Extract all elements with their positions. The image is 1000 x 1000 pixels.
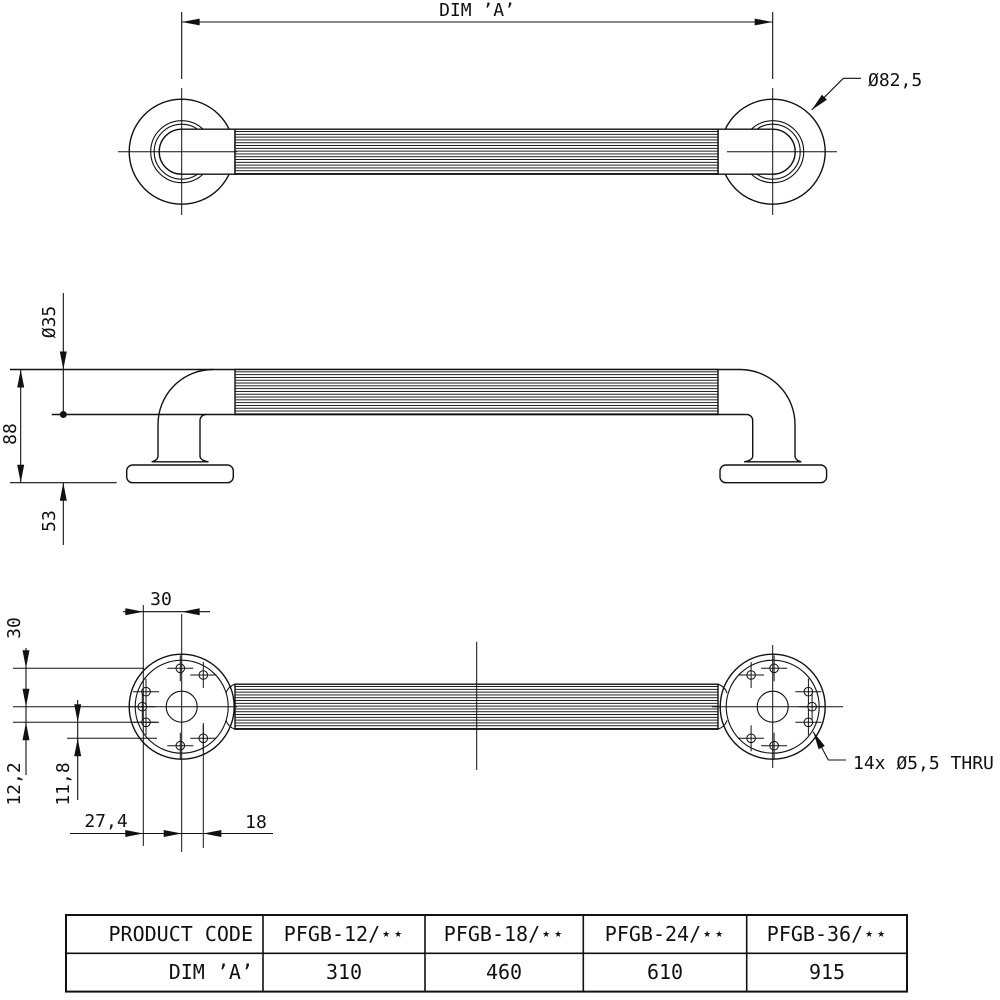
mounting-hole	[167, 732, 194, 759]
mounting-hole	[795, 678, 822, 705]
right-elbow-inner	[746, 413, 754, 457]
product-table: PRODUCT CODE PFGB-12/⋆⋆ PFGB-18/⋆⋆ PFGB-…	[65, 914, 908, 993]
flange-diameter-label: Ø82,5	[868, 70, 922, 91]
left-elbow-inner	[199, 413, 207, 457]
mounting-hole	[795, 709, 822, 736]
mounting-hole	[761, 655, 788, 682]
left-bell-inner	[199, 456, 209, 463]
offset-18-label: 18	[245, 812, 267, 833]
base-height-arrow	[59, 482, 67, 501]
table-dim-a-row-label: DIM ’A’	[169, 960, 253, 984]
hole-spacing-v-arrow-bottom	[22, 688, 30, 707]
offset-11-8-arrow-top	[74, 704, 82, 723]
left-base	[125, 464, 234, 484]
plan-elbow-curve	[717, 720, 728, 730]
table-header-pfgb-36: PFGB-36/⋆⋆	[767, 922, 887, 946]
height-arrow-top	[17, 369, 25, 388]
table-dim-value-310: 310	[326, 960, 362, 984]
tube-diameter-dot-terminator	[59, 411, 67, 418]
mounting-hole	[738, 725, 765, 752]
plan-elbow-curve	[717, 683, 728, 694]
right-bell-outer	[794, 456, 802, 463]
hole-spacing-h-label: 30	[150, 589, 172, 610]
tube-diameter-arrow	[59, 351, 67, 370]
offset-12-2-arrow	[22, 722, 30, 741]
offset-27-4-arrow-left	[125, 830, 144, 837]
height-label: 88	[0, 423, 21, 445]
holes-note-label: 14x Ø5,5 THRU	[853, 753, 994, 774]
right-base	[719, 464, 828, 484]
table-dim-value-610: 610	[647, 960, 683, 984]
offset-27-4-label: 27,4	[84, 811, 127, 832]
hole-spacing-v-arrow-top	[22, 650, 30, 669]
right-bell-inner	[744, 456, 754, 463]
flange-diameter-leader	[811, 77, 861, 111]
ribbed-bar-front	[234, 128, 719, 175]
ribbed-bar-side	[234, 368, 719, 416]
mounting-hole	[738, 662, 765, 688]
dim-a-arrow-left	[181, 18, 200, 26]
table-header-pfgb-24: PFGB-24/⋆⋆	[605, 922, 725, 946]
hole-spacing-h-arrow-right	[181, 608, 200, 616]
side-view: Ø35 88 53	[0, 293, 828, 545]
dim-a-label: DIM ’A’	[439, 0, 515, 21]
flange-diameter-leader-arrow	[811, 94, 827, 110]
left-elbow-outer	[157, 368, 214, 457]
mounting-hole	[167, 655, 194, 682]
table-header-pfgb-12: PFGB-12/⋆⋆	[284, 922, 404, 946]
tube-diameter-label: Ø35	[39, 306, 60, 339]
offset-27-4-arrow-right	[163, 830, 182, 837]
offset-18-arrow	[203, 830, 222, 837]
plan-elbow-curve	[225, 720, 236, 730]
mounting-hole	[190, 662, 217, 688]
mounting-hole	[761, 732, 788, 759]
table-dim-value-915: 915	[809, 960, 845, 984]
right-elbow-outer	[739, 368, 796, 457]
plan-elbow-curve	[225, 683, 236, 694]
table-dim-value-460: 460	[486, 960, 522, 984]
offset-11-8-arrow-bottom	[74, 738, 82, 757]
hole-spacing-h-arrow-left	[125, 608, 144, 616]
plan-view: 30 30 12,2 11,8 27,4 18 14x Ø5,5 THRU	[4, 589, 994, 852]
hole-spacing-v-label: 30	[4, 617, 25, 639]
offset-12-2-label: 12,2	[4, 762, 25, 805]
holes-note-leader-arrow	[813, 731, 825, 750]
left-bell-outer	[151, 456, 159, 463]
mounting-hole	[133, 678, 159, 705]
table-header-product-code: PRODUCT CODE	[109, 922, 254, 946]
offset-11-8-label: 11,8	[53, 762, 74, 805]
front-view: DIM ’A’ Ø82,5	[118, 0, 922, 215]
table-header-pfgb-18: PFGB-18/⋆⋆	[444, 922, 564, 946]
height-arrow-bottom	[17, 464, 25, 483]
dim-a-arrow-right	[754, 18, 773, 26]
base-height-label: 53	[39, 510, 60, 532]
